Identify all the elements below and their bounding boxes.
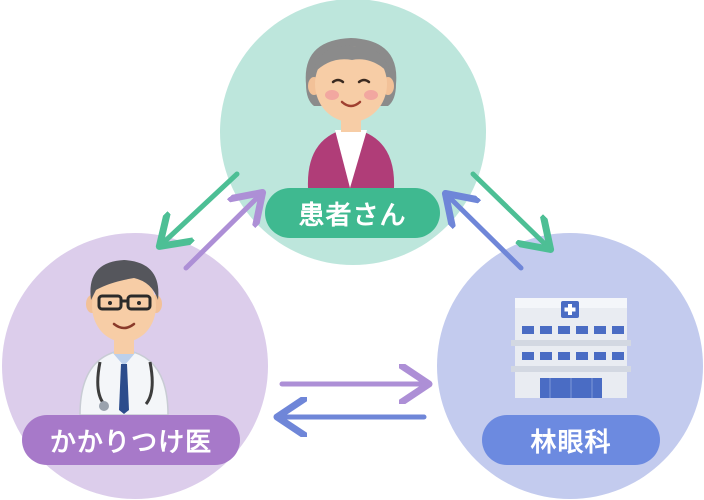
clinic-label-pill: 林眼科: [482, 415, 660, 465]
arrow-patient-to-clinic: [470, 171, 547, 246]
arrow-patient-to-doctor: [163, 171, 240, 243]
doctor-label-pill: かかりつけ医: [22, 415, 240, 465]
arrow-clinic-to-patient: [449, 197, 524, 271]
hospital-building-icon: [511, 298, 631, 398]
doctor-label: かかりつけ医: [49, 427, 213, 458]
patient-label: 患者さん: [298, 200, 407, 231]
doctor-icon: [79, 260, 169, 416]
patient-label-pill: 患者さん: [265, 188, 440, 238]
elderly-woman-icon: [305, 38, 397, 188]
clinic-label: 林眼科: [530, 427, 612, 458]
arrow-doctor-to-patient: [183, 196, 259, 271]
